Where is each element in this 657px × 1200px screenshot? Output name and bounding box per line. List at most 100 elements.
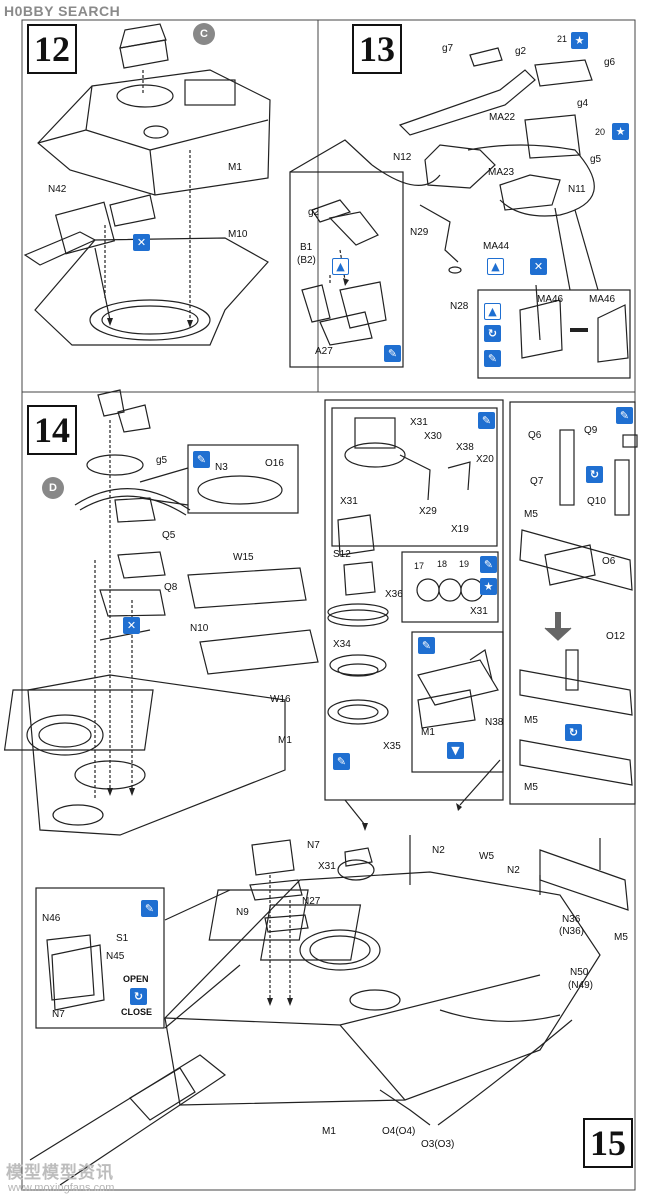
- paint-icon: ✎: [384, 345, 401, 362]
- label-X31-c: X31: [470, 606, 488, 617]
- site-logo-watermark: 模型模型资讯: [6, 1163, 114, 1183]
- label-O6: O6: [602, 556, 616, 567]
- label-MA22: MA22: [489, 112, 516, 123]
- label-W16: W16: [270, 694, 291, 705]
- label-N9: N9: [236, 907, 249, 918]
- paint-icon: ✎: [480, 556, 497, 573]
- label-O4: O4(O4): [382, 1126, 416, 1137]
- label-S12: S12: [333, 549, 351, 560]
- step-number-13: 13: [352, 24, 402, 74]
- paint-icon: ✎: [141, 900, 158, 917]
- pull-up-icon: ▲: [487, 258, 504, 275]
- label-N3: N3: [215, 462, 228, 473]
- callout-d: D: [42, 477, 64, 499]
- label-N2-b: N2: [507, 865, 520, 876]
- paint-icon: ✎: [616, 407, 633, 424]
- glue-icon: ✕: [530, 258, 547, 275]
- step-number-12: 12: [27, 24, 77, 74]
- label-M5: M5: [614, 932, 628, 943]
- step-number-14: 14: [27, 405, 77, 455]
- decal-18: 18: [437, 559, 448, 569]
- label-N2: N2: [432, 845, 445, 856]
- label-X29: X29: [419, 506, 437, 517]
- label-N10: N10: [190, 623, 209, 634]
- drill-icon: ▼: [447, 742, 464, 759]
- label-N29: N29: [410, 227, 429, 238]
- decal-19: 19: [459, 559, 470, 569]
- label-g2-detail: g2: [308, 207, 320, 218]
- label-N28: N28: [450, 301, 469, 312]
- label-MA44: MA44: [483, 241, 510, 252]
- label-O12: O12: [606, 631, 625, 642]
- paint-icon: ✎: [418, 637, 435, 654]
- label-N36: N36: [562, 914, 581, 925]
- label-W15: W15: [233, 552, 254, 563]
- label-g5: g5: [590, 154, 602, 165]
- rotate-icon: ↻: [484, 325, 501, 342]
- paint-icon: ✎: [484, 350, 501, 367]
- mg-mount-panel: [509, 401, 638, 805]
- label-X35: X35: [383, 741, 401, 752]
- mg-assembly-step13: [289, 47, 631, 379]
- label-W5: W5: [479, 851, 494, 862]
- turret-step15: [29, 835, 629, 1186]
- decal-star-icon: ★: [571, 32, 588, 49]
- label-N12: N12: [393, 152, 412, 163]
- label-N42: N42: [48, 184, 67, 195]
- label-M1: M1: [228, 162, 242, 173]
- label-N11: N11: [568, 184, 586, 195]
- decal-star-icon: ★: [480, 578, 497, 595]
- label-Q7: Q7: [530, 476, 544, 487]
- label-N27: N27: [302, 896, 321, 907]
- label-N7: N7: [307, 840, 320, 851]
- label-X19: X19: [451, 524, 469, 535]
- label-M10: M10: [228, 229, 248, 240]
- paint-icon: ✎: [193, 451, 210, 468]
- label-X31-b: X31: [340, 496, 358, 507]
- label-Q10: Q10: [587, 496, 606, 507]
- decal-17: 17: [414, 561, 425, 571]
- label-O16: O16: [265, 458, 284, 469]
- open-label: OPEN: [123, 974, 149, 984]
- label-N7-inset: N7: [52, 1009, 65, 1020]
- label-X38: X38: [456, 442, 474, 453]
- label-g2: g2: [515, 46, 527, 57]
- label-M1: M1: [278, 735, 292, 746]
- label-M5-c: M5: [524, 782, 538, 793]
- label-X34: X34: [333, 639, 351, 650]
- step-number-15: 15: [583, 1118, 633, 1168]
- label-g5: g5: [156, 455, 168, 466]
- label-O3: O3(O3): [421, 1139, 455, 1150]
- label-N36-alt: (N36): [559, 926, 585, 937]
- rotate-icon: ↻: [586, 466, 603, 483]
- paint-icon: ✎: [478, 412, 495, 429]
- label-X31: X31: [410, 417, 428, 428]
- label-M1-inset: M1: [421, 727, 435, 738]
- label-X31: X31: [318, 861, 336, 872]
- label-A27: A27: [315, 346, 333, 357]
- label-g7: g7: [442, 43, 454, 54]
- label-N45: N45: [106, 951, 125, 962]
- label-N38: N38: [485, 717, 504, 728]
- close-label: CLOSE: [121, 1007, 153, 1017]
- label-M1-step15: M1: [322, 1126, 336, 1137]
- decal-21: 21: [557, 34, 568, 44]
- rotate-icon: ↻: [130, 988, 147, 1005]
- decal-20: 20: [595, 127, 606, 137]
- callout-c: C: [193, 23, 215, 45]
- paint-icon: ✎: [333, 753, 350, 770]
- rotate-icon: ↻: [565, 724, 582, 741]
- site-url-watermark: www.moxingfans.com: [8, 1182, 115, 1194]
- label-X36: X36: [385, 589, 403, 600]
- label-M5-b: M5: [524, 715, 538, 726]
- glue-icon: ✕: [133, 234, 150, 251]
- label-g4: g4: [577, 98, 589, 109]
- label-MA23: MA23: [488, 167, 515, 178]
- label-B1: B1: [300, 242, 313, 253]
- label-MA46-a: MA46: [537, 294, 564, 305]
- label-Q8: Q8: [164, 582, 178, 593]
- label-N46: N46: [42, 913, 61, 924]
- label-Q9: Q9: [584, 425, 598, 436]
- label-N49: (N49): [568, 980, 594, 991]
